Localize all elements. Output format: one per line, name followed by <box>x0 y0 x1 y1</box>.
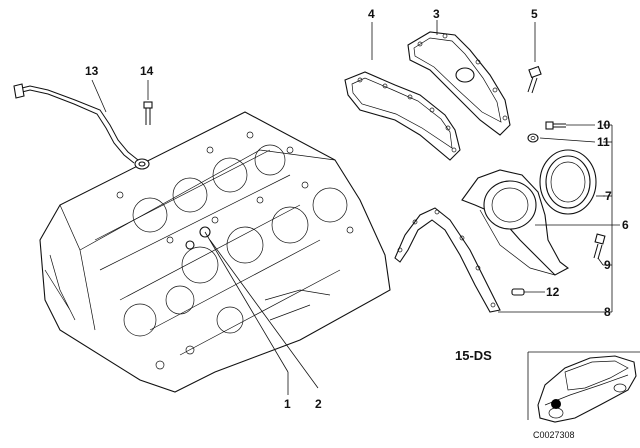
callout-13: 13 <box>85 64 99 78</box>
timing-cover-3-illustration <box>407 31 511 136</box>
shaft-seal-7-illustration <box>539 149 597 215</box>
callout-8: 8 <box>604 305 611 319</box>
engine-location-marker <box>551 399 561 409</box>
callout-1: 1 <box>284 397 291 411</box>
knock-sensor-illustration <box>13 83 150 170</box>
car-locator-thumbnail <box>527 351 640 423</box>
bolt-14-illustration <box>143 101 153 125</box>
callout-14: 14 <box>140 64 154 78</box>
bolt-5-illustration <box>527 65 542 94</box>
callout-3: 3 <box>433 7 440 21</box>
leader-lines <box>91 20 620 395</box>
callout-11: 11 <box>597 135 610 149</box>
section-code: 15-DS <box>455 348 492 363</box>
fasteners-illustration <box>511 121 606 296</box>
callout-4: 4 <box>368 7 375 21</box>
gasket-8-illustration <box>394 207 501 313</box>
callout-10: 10 <box>597 118 611 132</box>
callout-5: 5 <box>531 7 538 21</box>
seal-carrier-6-illustration <box>461 169 570 276</box>
gasket-4-illustration <box>344 71 461 161</box>
image-code: C0027308 <box>533 430 575 440</box>
callout-7: 7 <box>605 189 612 203</box>
callout-2: 2 <box>315 397 322 411</box>
engine-block-illustration <box>39 111 391 393</box>
callout-6: 6 <box>622 218 629 232</box>
callout-9: 9 <box>604 258 611 272</box>
callout-12: 12 <box>546 285 560 299</box>
callout-labels: 1 2 3 4 5 6 7 8 9 10 11 12 13 14 <box>85 7 629 411</box>
